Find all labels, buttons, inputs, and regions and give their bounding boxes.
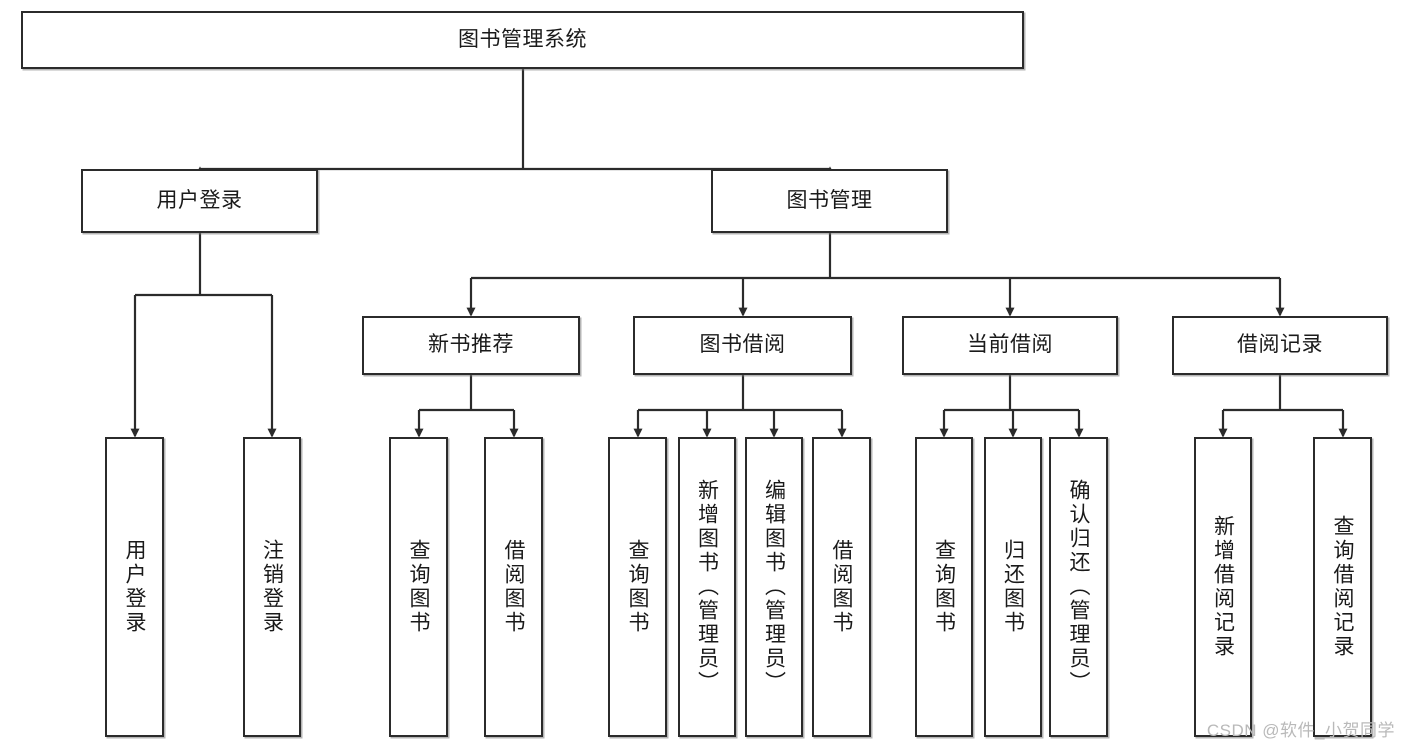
node-l_logout[interactable]: 注销登录 [243, 437, 301, 737]
node-label: 图书管理系统 [458, 27, 587, 51]
node-label: 用户登录 [156, 188, 243, 212]
node-l_qrec[interactable]: 查询借阅记录 [1313, 437, 1372, 737]
node-l_login[interactable]: 用户登录 [105, 437, 164, 737]
node-l_bbook1[interactable]: 借阅图书 [484, 437, 543, 737]
node-label: 图书借阅 [699, 333, 786, 357]
node-label: 借阅记录 [1237, 333, 1323, 357]
node-label: 用户登录 [123, 539, 146, 635]
node-label: 新书推荐 [428, 333, 514, 357]
node-l_confirm[interactable]: 确认归还（管理员） [1049, 437, 1108, 737]
node-l_addbook[interactable]: 新增图书（管理员） [678, 437, 736, 737]
node-label: 借阅图书 [830, 539, 853, 635]
node-label: 新增借阅记录 [1211, 515, 1235, 659]
node-newbook[interactable]: 新书推荐 [362, 316, 580, 375]
node-label: 新增图书（管理员） [695, 479, 719, 695]
node-label: 图书管理 [786, 188, 873, 212]
node-l_addrec[interactable]: 新增借阅记录 [1194, 437, 1252, 737]
node-label: 当前借阅 [967, 333, 1053, 357]
node-l_editbook[interactable]: 编辑图书（管理员） [745, 437, 803, 737]
node-label: 借阅图书 [502, 539, 525, 635]
node-label: 确认归还（管理员） [1067, 479, 1090, 695]
node-label: 查询借阅记录 [1331, 515, 1354, 659]
node-root[interactable]: 图书管理系统 [21, 11, 1024, 69]
node-login[interactable]: 用户登录 [81, 169, 318, 233]
node-records[interactable]: 借阅记录 [1172, 316, 1388, 375]
node-borrow[interactable]: 图书借阅 [633, 316, 852, 375]
node-l_return[interactable]: 归还图书 [984, 437, 1042, 737]
node-l_qbook3[interactable]: 查询图书 [915, 437, 973, 737]
node-label: 查询图书 [626, 539, 649, 635]
edges [130, 69, 1348, 438]
node-label: 查询图书 [407, 539, 430, 635]
node-l_bbook2[interactable]: 借阅图书 [812, 437, 871, 737]
node-label: 编辑图书（管理员） [762, 479, 786, 695]
node-label: 归还图书 [1001, 539, 1025, 635]
node-label: 注销登录 [260, 539, 284, 635]
node-l_qbook2[interactable]: 查询图书 [608, 437, 667, 737]
watermark: CSDN @软件_小贺同学 [1206, 721, 1395, 740]
node-bookmgmt[interactable]: 图书管理 [711, 169, 948, 233]
node-label: 查询图书 [932, 539, 956, 635]
node-l_qbook1[interactable]: 查询图书 [389, 437, 448, 737]
node-current[interactable]: 当前借阅 [902, 316, 1118, 375]
